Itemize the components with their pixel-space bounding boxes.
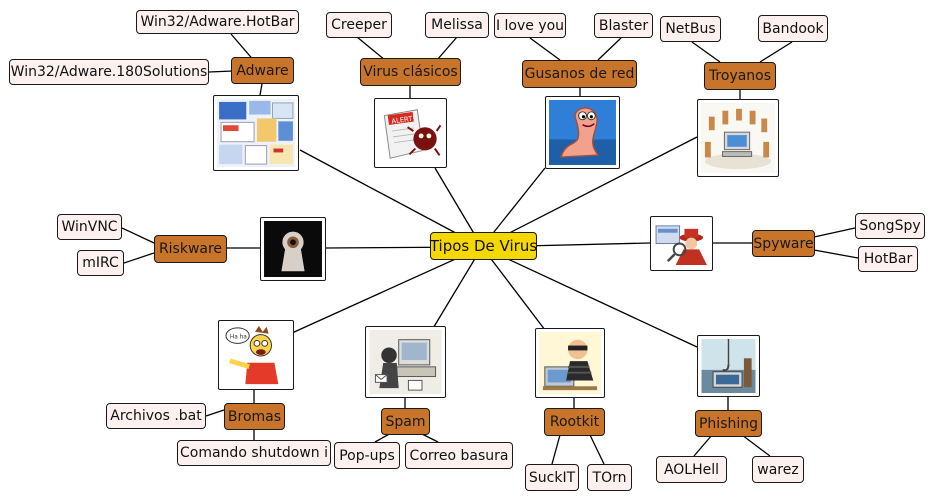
trojan-horses-icon [697,99,779,177]
leaf-adware-180solutions[interactable]: Win32/Adware.180Solutions [9,59,209,85]
leaf-winvnc[interactable]: WinVNC [57,214,122,240]
category-gusanos-de-red[interactable]: Gusanos de red [522,60,637,88]
keyhole-eye-icon [260,217,326,281]
cartoon-kid-icon: Ha ha [218,320,294,390]
leaf-i-love-you[interactable]: I love you [494,13,566,38]
leaf-comando-shutdown[interactable]: Comando shutdown i [177,440,331,466]
svg-text:Ha ha: Ha ha [230,335,247,341]
category-spyware[interactable]: Spyware [752,230,815,257]
category-spam[interactable]: Spam [381,408,430,435]
leaf-adware-hotbar[interactable]: Win32/Adware.HotBar [136,10,299,34]
spam-mail-icon [365,326,446,398]
category-virus-clasicos[interactable]: Virus clásicos [360,58,461,86]
category-bromas[interactable]: Bromas [224,403,285,430]
category-riskware[interactable]: Riskware [154,235,227,263]
category-troyanos[interactable]: Troyanos [704,62,776,90]
alert-bug-icon: ALERT! [374,98,447,168]
leaf-archivos-bat[interactable]: Archivos .bat [106,403,206,429]
leaf-melissa[interactable]: Melissa [425,12,489,38]
leaf-warez[interactable]: warez [752,456,804,483]
category-phishing[interactable]: Phishing [695,410,762,437]
leaf-bandook[interactable]: Bandook [758,15,828,42]
category-rootkit[interactable]: Rootkit [544,408,605,436]
leaf-suckit[interactable]: SuckIT [525,464,579,491]
category-adware[interactable]: Adware [231,57,294,84]
leaf-netbus[interactable]: NetBus [660,16,721,42]
worm-icon [545,96,620,169]
hacker-icon [535,328,605,398]
leaf-hotbar[interactable]: HotBar [858,246,918,272]
adware-collage-icon [213,95,299,171]
leaf-mirc[interactable]: mIRC [77,250,124,276]
leaf-correo-basura[interactable]: Correo basura [405,442,513,469]
leaf-creeper[interactable]: Creeper [326,12,392,38]
fishing-hook-icon [697,335,760,397]
leaf-blaster[interactable]: Blaster [594,13,653,38]
leaf-torn[interactable]: TOrn [587,464,632,491]
spy-icon [650,216,713,271]
leaf-aolhell[interactable]: AOLHell [656,456,727,483]
root-node[interactable]: Tipos De Virus [430,232,537,260]
leaf-songspy[interactable]: SongSpy [855,213,925,239]
svg-text:ALERT!: ALERT! [391,114,416,125]
leaf-pop-ups[interactable]: Pop-ups [334,442,400,469]
